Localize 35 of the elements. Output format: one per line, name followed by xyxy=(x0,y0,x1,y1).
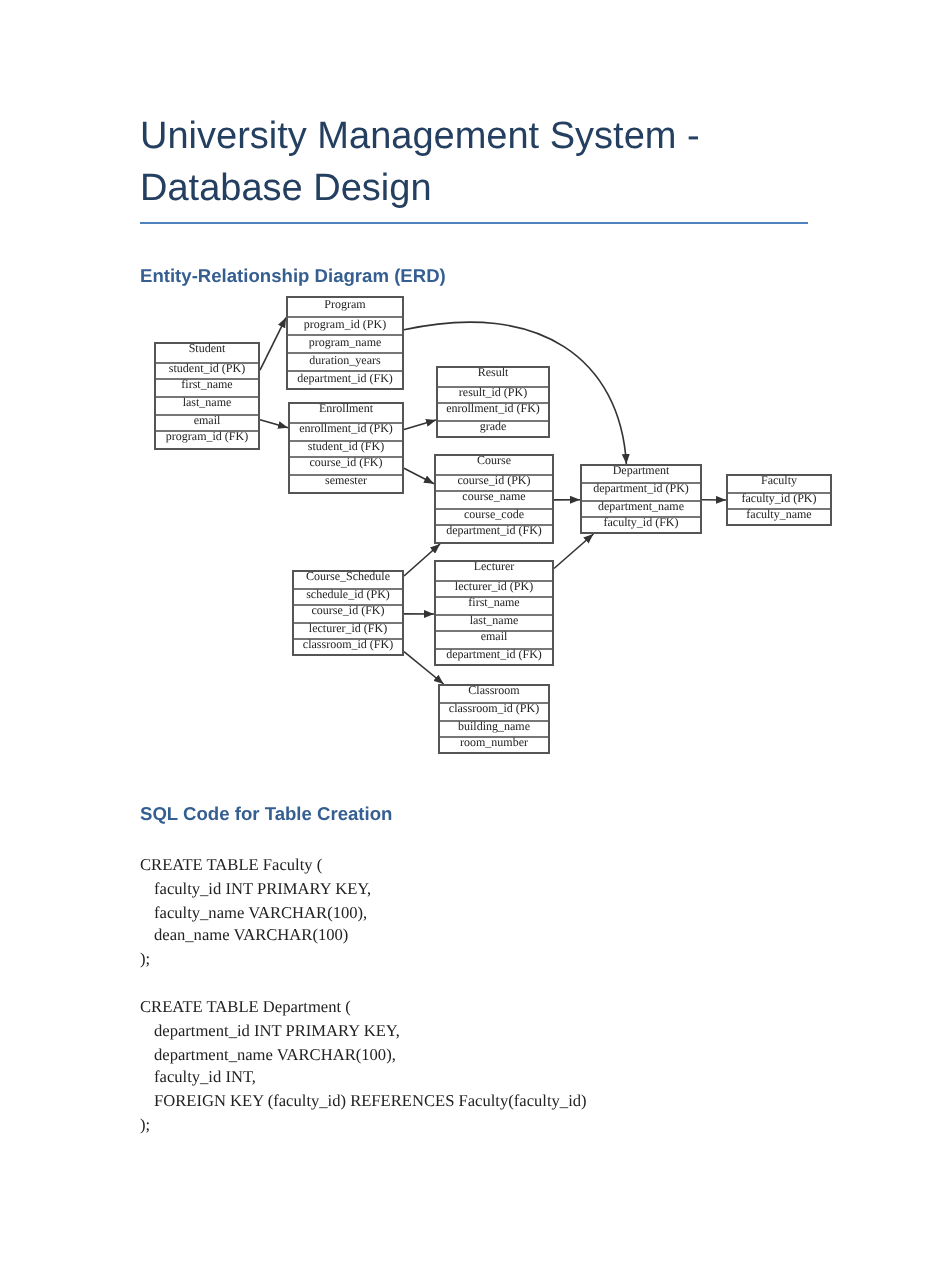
code-line: faculty_id INT PRIMARY KEY, xyxy=(154,878,372,900)
section-heading: SQL Code for Table Creation xyxy=(140,802,393,828)
arrow xyxy=(403,650,445,685)
entity-table xyxy=(438,684,550,754)
entity-table xyxy=(434,560,554,666)
code-line: dean_name VARCHAR(100) xyxy=(154,924,349,946)
arrow xyxy=(403,543,441,577)
arrow xyxy=(553,533,595,570)
arrow xyxy=(403,610,435,618)
code-line: faculty_id INT, xyxy=(154,1066,256,1088)
code-line: ); xyxy=(140,1114,151,1136)
code-line: CREATE TABLE Department ( xyxy=(140,996,351,1018)
arrow xyxy=(553,495,581,504)
code-line: faculty_name VARCHAR(100), xyxy=(154,902,368,924)
entity-table xyxy=(436,366,550,438)
entity-table xyxy=(154,342,260,450)
arrow xyxy=(701,495,727,504)
entity-table xyxy=(580,464,702,534)
arrow xyxy=(403,321,630,465)
code-line: CREATE TABLE Faculty ( xyxy=(140,854,323,876)
arrow xyxy=(259,418,289,429)
code-line: department_id INT PRIMARY KEY, xyxy=(154,1020,400,1042)
code-line: ); xyxy=(140,948,151,970)
entity-table xyxy=(288,402,404,494)
code-line: FOREIGN KEY (faculty_id) REFERENCES Faculty(faculty_id) xyxy=(154,1090,587,1112)
page-title: University Management System - Database Design xyxy=(140,114,702,214)
entity-table xyxy=(286,296,404,390)
arrow xyxy=(403,419,437,431)
section-heading: Entity-Relationship Diagram (ERD) xyxy=(140,264,446,290)
entity-table xyxy=(726,474,832,526)
arrow xyxy=(259,316,287,371)
arrow xyxy=(403,467,435,485)
code-line: department_name VARCHAR(100), xyxy=(154,1044,396,1066)
entity-table xyxy=(292,570,404,656)
entity-table xyxy=(434,454,554,544)
